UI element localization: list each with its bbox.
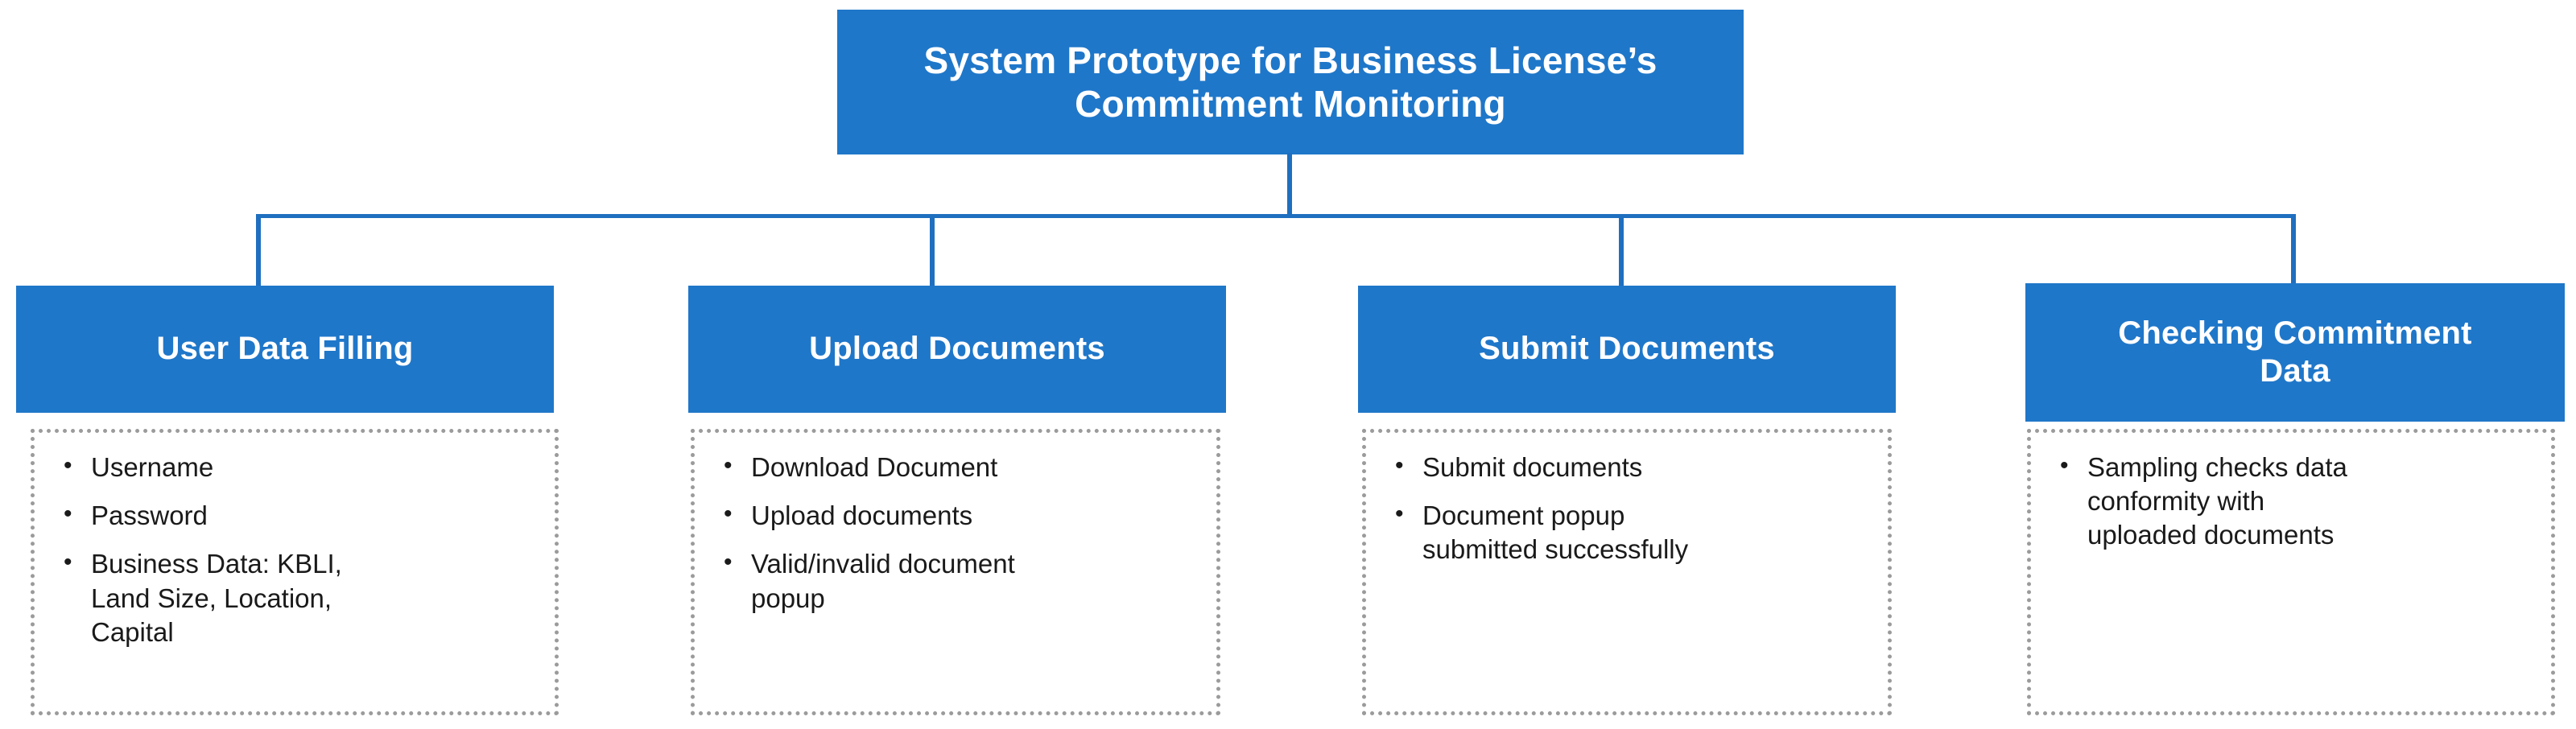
detail-list-user-data-filling: • Username • Password • Business Data: K…	[49, 451, 540, 649]
node-title-submit-documents: Submit Documents	[1479, 331, 1775, 367]
bullet-icon: •	[64, 549, 72, 576]
list-item: • Submit documents	[1381, 451, 1873, 484]
node-title-upload-documents: Upload Documents	[809, 331, 1105, 367]
connector-drop-checking-commitment-data	[2291, 214, 2296, 288]
list-item-label: Submit documents	[1422, 452, 1643, 482]
bullet-icon: •	[1395, 500, 1404, 528]
bullet-icon: •	[724, 549, 733, 576]
bullet-icon: •	[724, 452, 733, 479]
detail-box-submit-documents: • Submit documents • Document popup subm…	[1362, 429, 1892, 715]
connector-horizontal-bus	[256, 214, 2295, 218]
detail-box-checking-commitment-data: • Sampling checks data conformity with u…	[2027, 429, 2555, 715]
connector-drop-submit-documents	[1619, 214, 1624, 288]
node-submit-documents: Submit Documents	[1358, 286, 1896, 413]
detail-list-submit-documents: • Submit documents • Document popup subm…	[1381, 451, 1873, 567]
list-item: • Password	[49, 499, 540, 533]
detail-box-user-data-filling: • Username • Password • Business Data: K…	[31, 429, 559, 715]
bullet-icon: •	[2060, 452, 2069, 479]
list-item-label: Business Data: KBLI, Land Size, Location…	[91, 549, 342, 647]
bullet-icon: •	[724, 500, 733, 528]
connector-root-stem	[1287, 153, 1292, 217]
node-user-data-filling: User Data Filling	[16, 286, 554, 413]
list-item: • Download Document	[709, 451, 1202, 484]
node-upload-documents: Upload Documents	[688, 286, 1226, 413]
detail-box-upload-documents: • Download Document • Upload documents •…	[691, 429, 1220, 715]
detail-list-upload-documents: • Download Document • Upload documents •…	[709, 451, 1202, 616]
connector-drop-user-data-filling	[256, 214, 261, 288]
node-checking-commitment-data: Checking Commitment Data	[2025, 283, 2565, 422]
root-node-title: System Prototype for Business License’s …	[923, 39, 1657, 125]
list-item-label: Valid/invalid document popup	[751, 549, 1015, 613]
bullet-icon: •	[64, 500, 72, 528]
node-title-user-data-filling: User Data Filling	[156, 331, 414, 367]
list-item-label: Sampling checks data conformity with upl…	[2087, 452, 2347, 550]
bullet-icon: •	[1395, 452, 1404, 479]
list-item: • Sampling checks data conformity with u…	[2046, 451, 2537, 553]
detail-list-checking-commitment-data: • Sampling checks data conformity with u…	[2046, 451, 2537, 553]
list-item: • Valid/invalid document popup	[709, 547, 1202, 615]
root-node-system-prototype: System Prototype for Business License’s …	[837, 10, 1744, 154]
connector-drop-upload-documents	[930, 214, 935, 288]
list-item-label: Download Document	[751, 452, 998, 482]
list-item: • Business Data: KBLI, Land Size, Locati…	[49, 547, 540, 649]
list-item-label: Password	[91, 500, 208, 531]
list-item-label: Upload documents	[751, 500, 973, 531]
list-item: • Upload documents	[709, 499, 1202, 533]
list-item: • Document popup submitted successfully	[1381, 499, 1873, 566]
node-title-checking-commitment-data: Checking Commitment Data	[2118, 315, 2472, 389]
list-item: • Username	[49, 451, 540, 484]
list-item-label: Document popup submitted successfully	[1422, 500, 1689, 565]
list-item-label: Username	[91, 452, 214, 482]
bullet-icon: •	[64, 452, 72, 479]
